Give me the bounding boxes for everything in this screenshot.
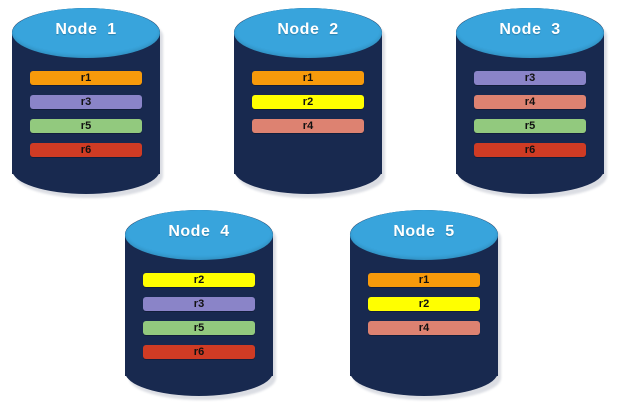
database-node-1[interactable]: Node 1 r1 r3 r5 r6	[12, 8, 163, 198]
replica-bar-r3[interactable]: r3	[142, 297, 256, 312]
replica-bar-r6[interactable]: r6	[142, 345, 256, 360]
node-cylinder-top	[456, 8, 604, 59]
replica-bar-r1[interactable]: r1	[251, 71, 365, 86]
replica-bar-r4[interactable]: r4	[251, 119, 365, 134]
node-cylinder-top	[12, 8, 160, 59]
node-cylinder-top	[350, 210, 498, 261]
database-node-5[interactable]: Node 5 r1 r2 r4	[350, 210, 501, 400]
replica-list: r1 r3 r5 r6	[29, 71, 143, 158]
node-title: Node 1	[55, 21, 117, 39]
replica-bar-r3[interactable]: r3	[29, 95, 143, 110]
replica-bar-r2[interactable]: r2	[142, 273, 256, 288]
replica-bar-r5[interactable]: r5	[29, 119, 143, 134]
replica-bar-r6[interactable]: r6	[473, 143, 587, 158]
replica-bar-r5[interactable]: r5	[142, 321, 256, 336]
database-node-3[interactable]: Node 3 r3 r4 r5 r6	[456, 8, 607, 198]
replica-bar-r5[interactable]: r5	[473, 119, 587, 134]
node-cylinder-top	[234, 8, 382, 59]
node-cylinder-top	[125, 210, 273, 261]
replica-bar-r2[interactable]: r2	[251, 95, 365, 110]
node-title: Node 2	[277, 21, 339, 39]
replica-list: r3 r4 r5 r6	[473, 71, 587, 158]
replica-bar-r4[interactable]: r4	[473, 95, 587, 110]
replica-bar-r1[interactable]: r1	[29, 71, 143, 86]
replica-list: r1 r2 r4	[251, 71, 365, 134]
replica-bar-r3[interactable]: r3	[473, 71, 587, 86]
replica-bar-r6[interactable]: r6	[29, 143, 143, 158]
node-title: Node 3	[499, 21, 561, 39]
database-node-4[interactable]: Node 4 r2 r3 r5 r6	[125, 210, 276, 400]
replica-bar-r1[interactable]: r1	[367, 273, 481, 288]
node-title: Node 4	[168, 223, 230, 241]
replica-bar-r2[interactable]: r2	[367, 297, 481, 312]
node-title: Node 5	[393, 223, 455, 241]
replica-bar-r4[interactable]: r4	[367, 321, 481, 336]
replica-list: r2 r3 r5 r6	[142, 273, 256, 360]
replica-list: r1 r2 r4	[367, 273, 481, 336]
database-node-2[interactable]: Node 2 r1 r2 r4	[234, 8, 385, 198]
